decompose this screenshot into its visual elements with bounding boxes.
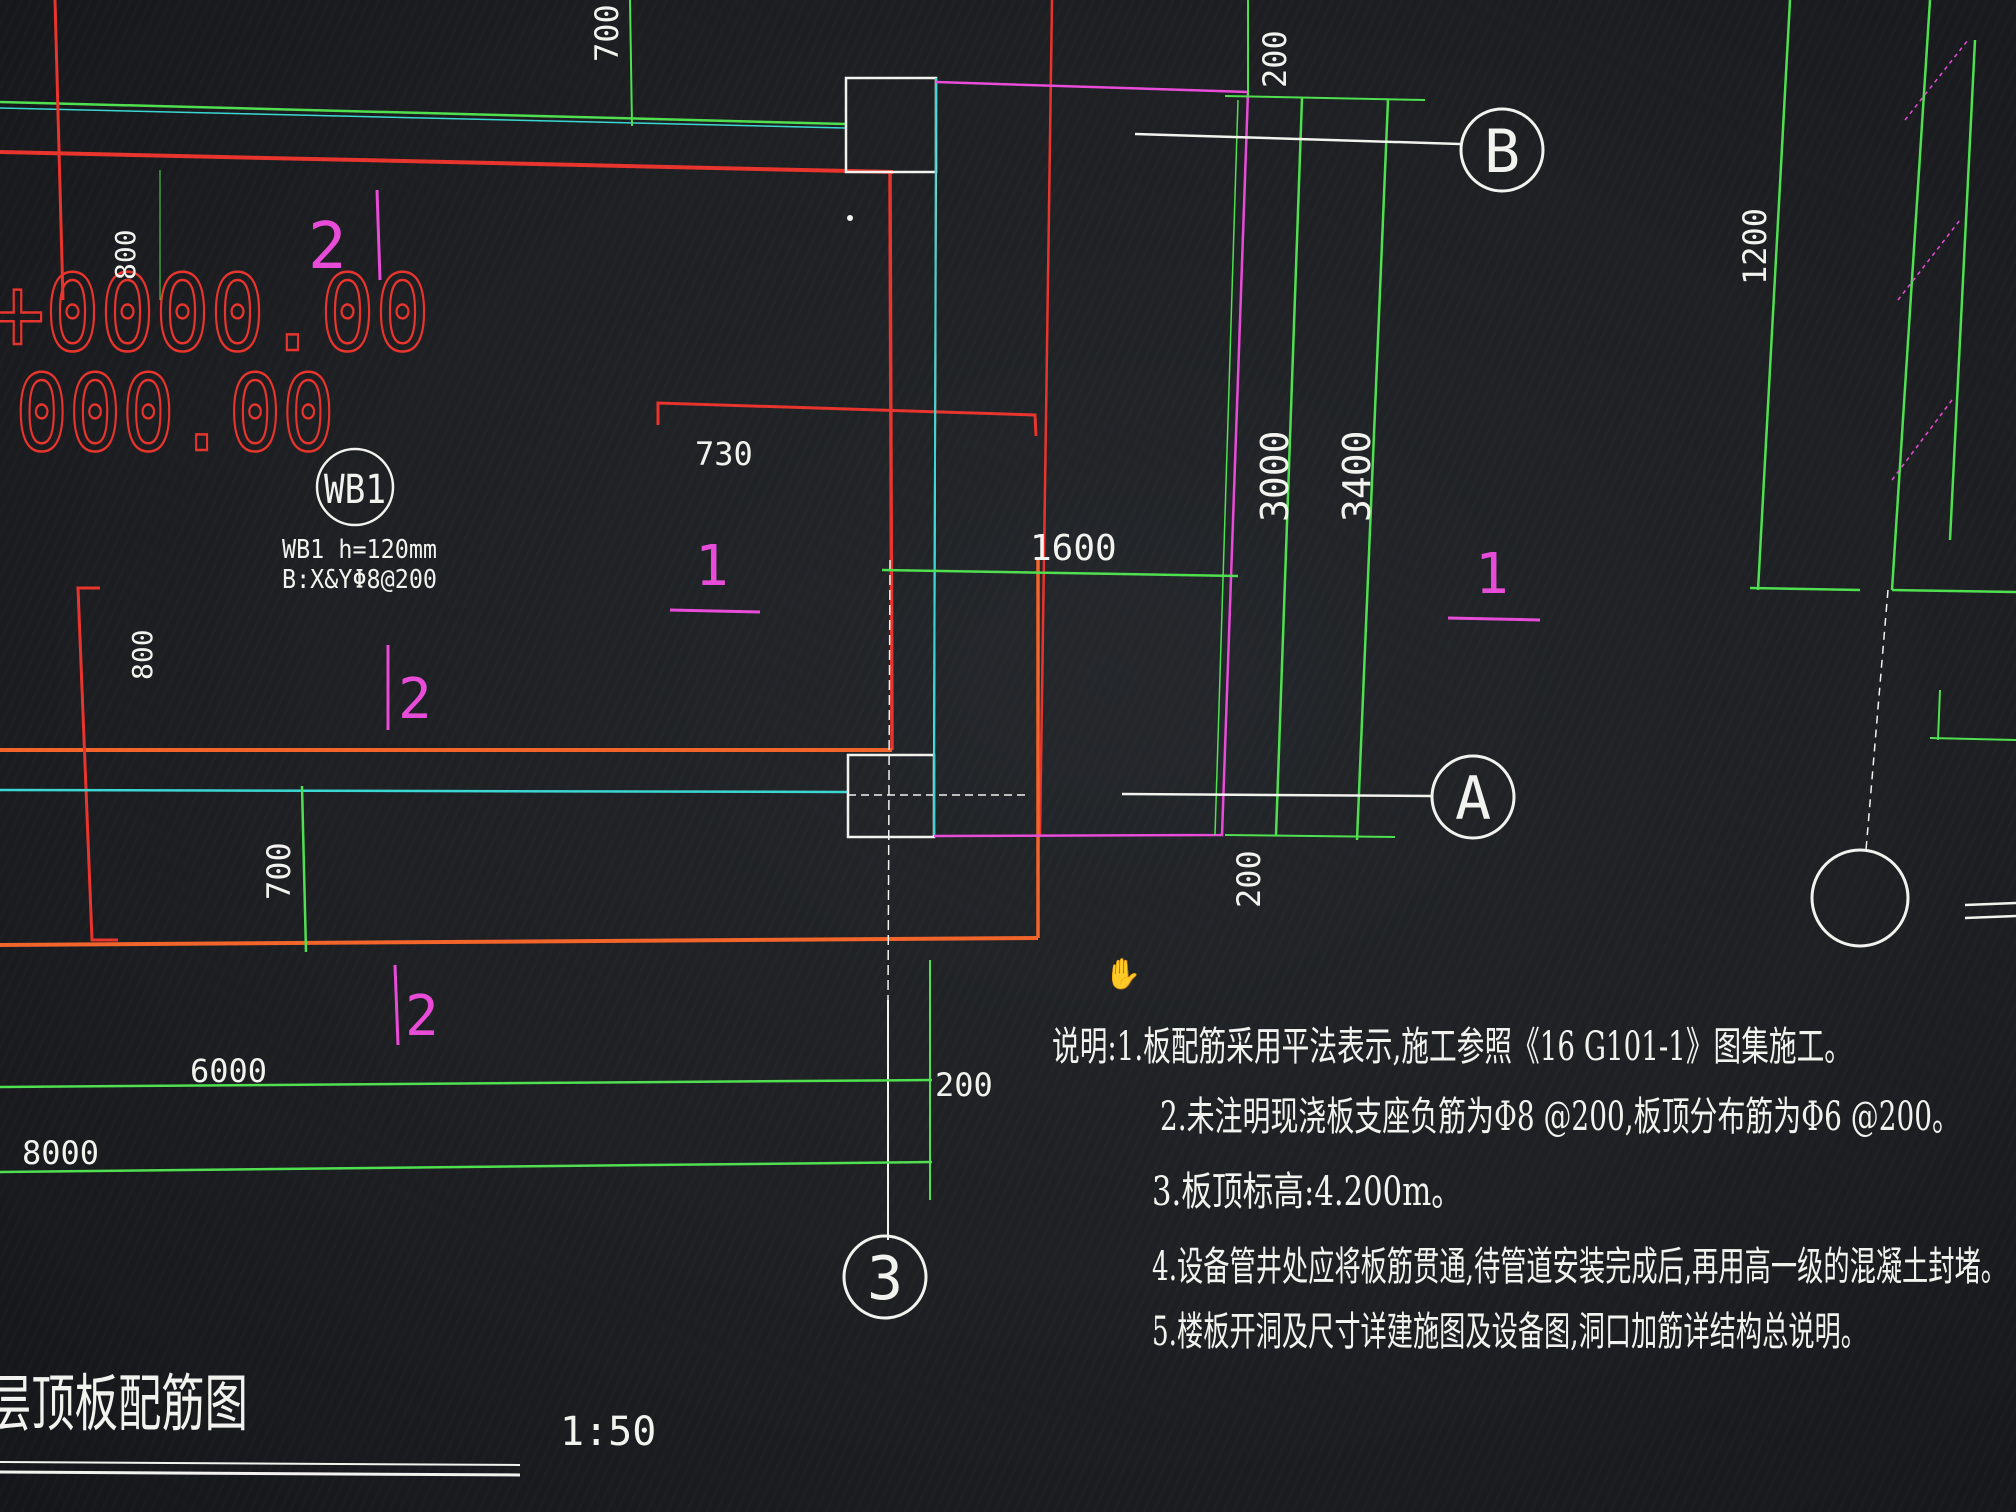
dim-200-mid: 200 xyxy=(935,1066,993,1104)
axis-3-label: 3 xyxy=(867,1244,903,1314)
dim-800-a: 800 xyxy=(109,229,142,280)
drawing-scale: 1:50 xyxy=(560,1409,656,1455)
dim-ext-top-green xyxy=(1224,95,1426,101)
title-underline-2 xyxy=(0,1470,521,1477)
slab-edge-right-red xyxy=(888,171,894,751)
dim-8000: 8000 xyxy=(22,1134,99,1172)
dim-1200: 1200 xyxy=(1736,208,1774,285)
dim-700-bottom-line xyxy=(300,785,308,953)
detail-green-mark xyxy=(1937,689,1941,741)
section-label-2c: 2 xyxy=(308,210,347,284)
note-line-1: 说明:1.板配筋采用平法表示,施工参照《16 G101-1》图集施工。 xyxy=(1052,1024,1852,1070)
shaft-outline-magenta xyxy=(933,80,1250,838)
detail-hatch-line xyxy=(1904,39,1969,121)
hand-cursor-icon: ✋ xyxy=(1104,957,1142,992)
dashed-axis-3 xyxy=(887,559,891,1001)
slab-edge-top-red xyxy=(0,150,894,174)
dim-200-bottom: 200 xyxy=(1230,850,1268,908)
note-line-2: 2.未注明现浇板支座负筋为Φ8 @200,板顶分布筋为Φ6 @200。 xyxy=(1160,1094,1960,1140)
grid-line-top-green xyxy=(0,100,846,126)
dim-200-top: 200 xyxy=(1256,30,1294,88)
dim-700-top-line xyxy=(629,0,633,127)
dot-mark xyxy=(847,215,853,221)
section-label-2a: 2 xyxy=(398,667,432,732)
section-2c-bar xyxy=(375,189,382,281)
dim-3400: 3400 xyxy=(1335,430,1379,522)
detail-green-mark-2 xyxy=(1929,737,2016,741)
detail-wall-green xyxy=(1890,0,1932,591)
detail-equal-2 xyxy=(1964,914,2016,920)
detail-hatch-line-2 xyxy=(1897,219,1961,301)
vertical-red-line xyxy=(1038,0,1054,836)
axis-3-bubble xyxy=(842,1234,928,1320)
section-1r-underline xyxy=(1447,616,1541,622)
dim-1600: 1600 xyxy=(1030,528,1117,569)
title-underline-1 xyxy=(0,1461,521,1466)
detail-equal-1 xyxy=(1964,901,2016,907)
section-label-1-right: 1 xyxy=(1475,542,1509,607)
axis-b-label: B xyxy=(1484,117,1520,187)
dim-1600-ext xyxy=(1214,99,1239,836)
dim-1600-line xyxy=(881,568,1239,578)
beam-bottom-orange xyxy=(0,936,1039,947)
column-top xyxy=(844,76,938,174)
left-bracket-red xyxy=(76,586,118,942)
note-line-4: 4.设备管井处应将板筋贯通,待管道安装完成后,再用高一级的混凝土封堵。 xyxy=(1152,1244,2007,1290)
grid-line-top-cyan xyxy=(0,107,846,129)
slab-tag-text: WB1 xyxy=(324,467,386,513)
axis-a-bubble xyxy=(1430,754,1516,840)
dim-700-bottom: 700 xyxy=(260,842,298,900)
section-label-2b: 2 xyxy=(405,984,439,1049)
vertical-cyan xyxy=(933,77,937,836)
dim-3000-line xyxy=(1274,97,1304,836)
dim-3400-line xyxy=(1355,99,1390,841)
axis-b-bubble xyxy=(1459,107,1545,193)
slab-note-1: WB1 h=120mm xyxy=(282,535,437,565)
elevation-text-2: 000.00 xyxy=(15,353,335,475)
axis-b-leader xyxy=(1134,132,1461,146)
dim-6000-line xyxy=(0,1078,933,1089)
section-mark-730 xyxy=(656,401,1038,437)
detail-dashed-vertical xyxy=(1865,589,1889,851)
dim-6000: 6000 xyxy=(190,1052,267,1090)
slab-note-2: B:X&YΦ8@200 xyxy=(282,565,437,595)
detail-base-green xyxy=(1749,586,1861,592)
dim-800-b: 800 xyxy=(126,629,159,680)
note-line-3: 3.板顶标高:4.200m。 xyxy=(1152,1169,1462,1215)
dim-3000: 3000 xyxy=(1253,430,1297,522)
section-label-1: 1 xyxy=(695,534,729,599)
detail-wall2-green xyxy=(1948,39,1977,541)
section-2b-bar xyxy=(393,964,400,1046)
column-bottom xyxy=(846,753,936,839)
note-line-5: 5.楼板开洞及尺寸详建施图及设备图,洞口加筋详结构总说明。 xyxy=(1152,1309,1867,1355)
drawing-title: 层顶板配筋图 xyxy=(0,1367,248,1440)
dim-8000-line xyxy=(0,1160,933,1174)
axis-a-line-cyan xyxy=(0,788,849,794)
axis-vertical-red xyxy=(53,0,65,301)
section-1-underline xyxy=(669,608,761,614)
dim-ext-bottom-green xyxy=(1224,834,1396,838)
detail-axis-circle xyxy=(1810,848,1910,948)
slab-tag-bubble xyxy=(315,447,395,527)
dim-700-top: 700 xyxy=(588,4,626,62)
axis-a-label: A xyxy=(1455,764,1491,834)
axis-a-leader xyxy=(1121,792,1433,798)
elevation-text-1: +0000.00 xyxy=(0,253,430,375)
detail-line-1200 xyxy=(1756,0,1792,591)
dim-730: 730 xyxy=(695,435,753,473)
detail-hatch-line-3 xyxy=(1891,399,1953,481)
detail-bottom-green xyxy=(1891,588,2016,594)
